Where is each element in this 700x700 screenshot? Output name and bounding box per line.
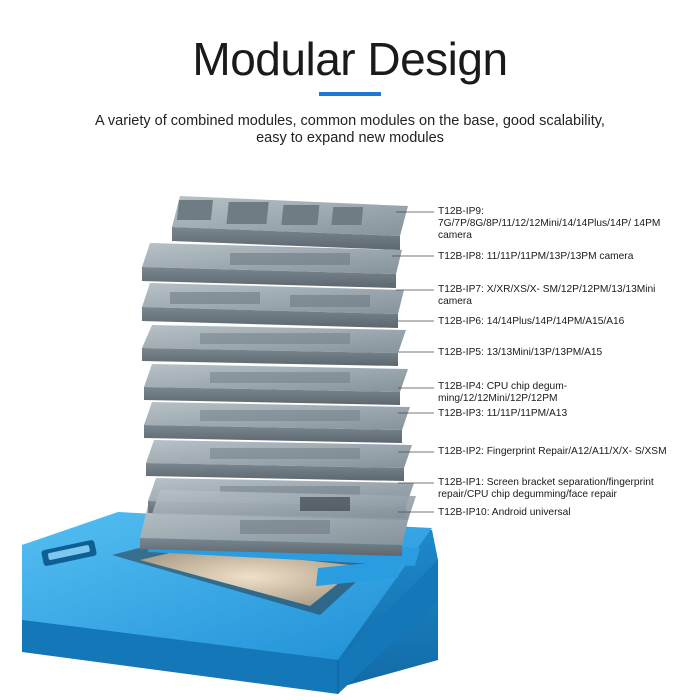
- module-plate-ip6: [142, 325, 406, 366]
- module-plate-ip4: [144, 402, 410, 443]
- module-label-ip7: T12B-IP7: X/XR/XS/X- SM/12P/12PM/13/13Mi…: [438, 284, 656, 307]
- module-label-ip3: T12B-IP3: 11/11P/11PM/A13: [438, 408, 568, 419]
- module-label-ip8: T12B-IP8: 11/11P/11PM/13P/13PM camera: [438, 251, 634, 262]
- module-label-ip6: T12B-IP6: 14/14Plus/14P/14PM/A15/A16: [438, 316, 625, 327]
- module-plate-ip7: [142, 283, 404, 328]
- subtitle-line-1: A variety of combined modules, common mo…: [95, 113, 605, 129]
- page-subtitle: A variety of combined modules, common mo…: [60, 113, 640, 147]
- module-label-ip1: T12B-IP1: Screen bracket separation/fing…: [438, 477, 654, 500]
- module-stack: [142, 196, 416, 520]
- callout-lines: [392, 211, 434, 513]
- module-label-ip10: T12B-IP10: Android universal: [438, 507, 571, 518]
- subtitle-line-2: easy to expand new modules: [256, 130, 444, 146]
- module-label-ip2: T12B-IP2: Fingerprint Repair/A12/A11/X/X…: [438, 446, 667, 457]
- module-label-ip5: T12B-IP5: 13/13Mini/13P/13PM/A15: [438, 347, 603, 358]
- module-label-ip9: T12B-IP9: 7G/7P/8G/8P/11/12/12Mini/14/14…: [438, 206, 661, 241]
- module-plate-ip9: [172, 196, 408, 250]
- module-plate-ip5: [144, 364, 408, 405]
- module-plate-ip3: [146, 440, 412, 481]
- module-plate-ip1: [152, 490, 416, 520]
- module-plate-ip8: [142, 243, 402, 288]
- heating-base: [22, 512, 438, 694]
- title-accent-bar: [319, 92, 381, 96]
- module-label-ip4: T12B-IP4: CPU chip degum- ming/12/12Mini…: [438, 381, 568, 404]
- page-title: Modular Design: [192, 33, 508, 85]
